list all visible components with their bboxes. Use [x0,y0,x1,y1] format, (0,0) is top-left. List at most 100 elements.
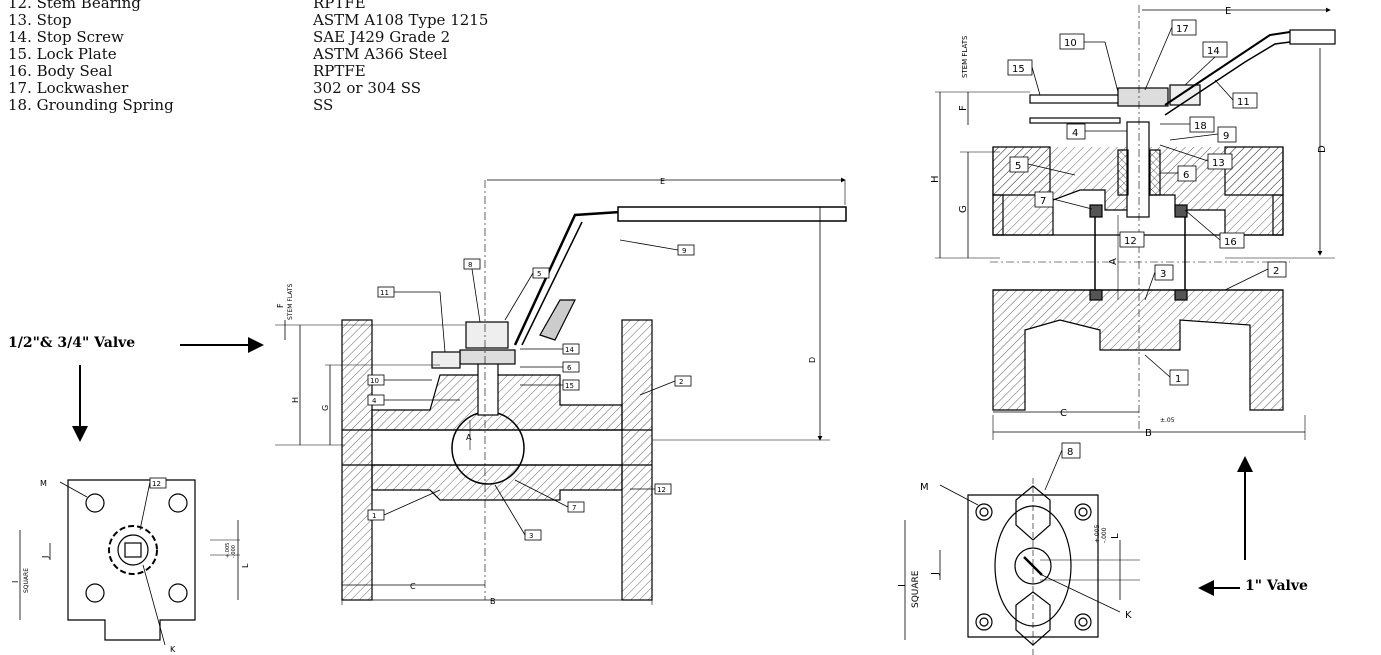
part-material: ASTM A366 Steel [313,45,448,63]
square-large: SQUARE [911,570,921,608]
callout-10-large: 10 [1064,38,1077,49]
callout-12-small: 12 [657,486,666,494]
callout-3-large: 3 [1160,269,1166,280]
large-valve-arrows [1198,456,1253,596]
part-name: 15. Lock Plate [8,45,117,63]
part-material: SAE J429 Grade 2 [313,28,451,46]
dim-e-large: E [1225,6,1231,17]
stem-flats-small: STEM FLATS [287,283,294,320]
small-flange-text: M 12 I SQUARE J L +.005 -.000 K [11,477,250,654]
part-name: 16. Body Seal [8,62,113,80]
callout-8: 8 [468,261,472,269]
nut [459,349,516,365]
tol-l-minus-small: -.000 [231,545,237,558]
dim-h: H [291,397,300,403]
part-material: 302 or 304 SS [313,79,422,97]
part-material: ASTM A108 Type 1215 [313,11,489,29]
dim-c: C [410,582,416,591]
dim-g-large: G [958,205,969,213]
part-material: SS [313,96,334,114]
part-material: RPTFE [313,62,366,80]
large-valve-section [935,5,1336,440]
callout-12-flange: 12 [152,480,161,488]
part-name: 18. Grounding Spring [8,96,174,114]
large-valve-dim-text: E D B ±.05 C H G F STEM FLATS A [930,6,1328,439]
stem-flats-large: STEM FLATS [961,35,969,78]
part-name: 13. Stop [8,11,72,29]
dim-g: G [321,405,330,411]
callout-7-large: 7 [1040,196,1046,207]
callout-9: 9 [682,247,686,255]
stem-nut [465,321,509,349]
part-name: 12. Stem Bearing [8,0,141,12]
material-row: 18. Grounding Spring SS [8,97,488,114]
square-small: SQUARE [23,568,30,593]
material-row: 14. Stop Screw SAE J429 Grade 2 [8,29,488,46]
callout-3-small: 3 [529,532,533,540]
handle-grip [617,206,847,222]
large-flange-outline [967,494,1099,638]
callout-2: 2 [679,378,683,386]
callout-18: 18 [1194,121,1207,132]
stop-screw-left [431,351,461,369]
dim-h-large: H [930,175,941,183]
callout-15-large: 15 [1012,64,1025,75]
large-flange-text: M 8 I SQUARE J L +.005 -.000 K [897,442,1132,621]
callout-5: 5 [537,270,541,278]
dim-a: A [466,433,472,442]
dim-i-large: I [897,584,908,587]
callout-15: 15 [565,382,574,390]
part-material: RPTFE [313,0,366,12]
callout-4-large: 4 [1072,128,1078,139]
right-flange [621,319,653,601]
callout-6-large: 6 [1183,170,1189,181]
dim-f: F [276,303,285,308]
callout-5-large: 5 [1015,161,1021,172]
small-valve-callouts: 8 11 5 9 14 6 15 10 4 2 12 1 7 3 [367,239,695,541]
callout-10: 10 [370,377,379,385]
small-valve-label: 1/2"& 3/4" Valve [8,335,136,351]
large-valve-label: 1" Valve [1245,578,1308,594]
dim-d: D [808,357,817,363]
callout-13: 13 [1212,158,1225,169]
callout-4: 4 [372,397,377,405]
small-valve-section [275,177,847,605]
tol-l-plus-large: +.005 [1094,524,1101,543]
callout-8-large: 8 [1067,447,1073,458]
material-row: 15. Lock Plate ASTM A366 Steel [8,46,488,63]
large-valve-callouts: 10 17 14 15 11 18 4 9 13 5 6 7 12 16 3 2… [1007,19,1287,386]
dim-k-small: K [170,645,176,654]
dim-i-small: I [11,581,20,583]
callout-14: 14 [565,346,574,354]
material-row: 13. Stop ASTM A108 Type 1215 [8,12,488,29]
dim-c-large: C [1060,408,1067,419]
dim-b: B [490,597,496,606]
callout-11: 11 [380,289,389,297]
dim-l-large: L [1110,533,1121,539]
callout-11-large: 11 [1237,97,1250,108]
part-name: 17. Lockwasher [8,79,129,97]
callout-16: 16 [1224,237,1237,248]
callout-12-large: 12 [1124,236,1137,247]
callout-1-large: 1 [1175,374,1181,385]
material-row: 16. Body Seal RPTFE [8,63,488,80]
dim-m-large: M [920,482,929,493]
callout-6: 6 [567,364,572,372]
dim-b-large: B [1145,428,1152,439]
material-row: 12. Stem Bearing RPTFE [8,0,488,12]
small-valve-arrows [72,337,264,442]
callout-17: 17 [1176,24,1189,35]
material-row: 17. Lockwasher 302 or 304 SS [8,80,488,97]
small-valve-dim-text: E D B C H G F STEM FLATS A [276,177,817,606]
small-flange-view [19,479,240,646]
dim-f-large: F [958,105,969,111]
part-name: 14. Stop Screw [8,28,124,46]
dim-e: E [660,177,665,186]
dim-m-small: M [40,479,47,488]
left-flange [341,319,373,601]
callout-1-small: 1 [372,512,376,520]
handle-sleeve [539,299,576,341]
